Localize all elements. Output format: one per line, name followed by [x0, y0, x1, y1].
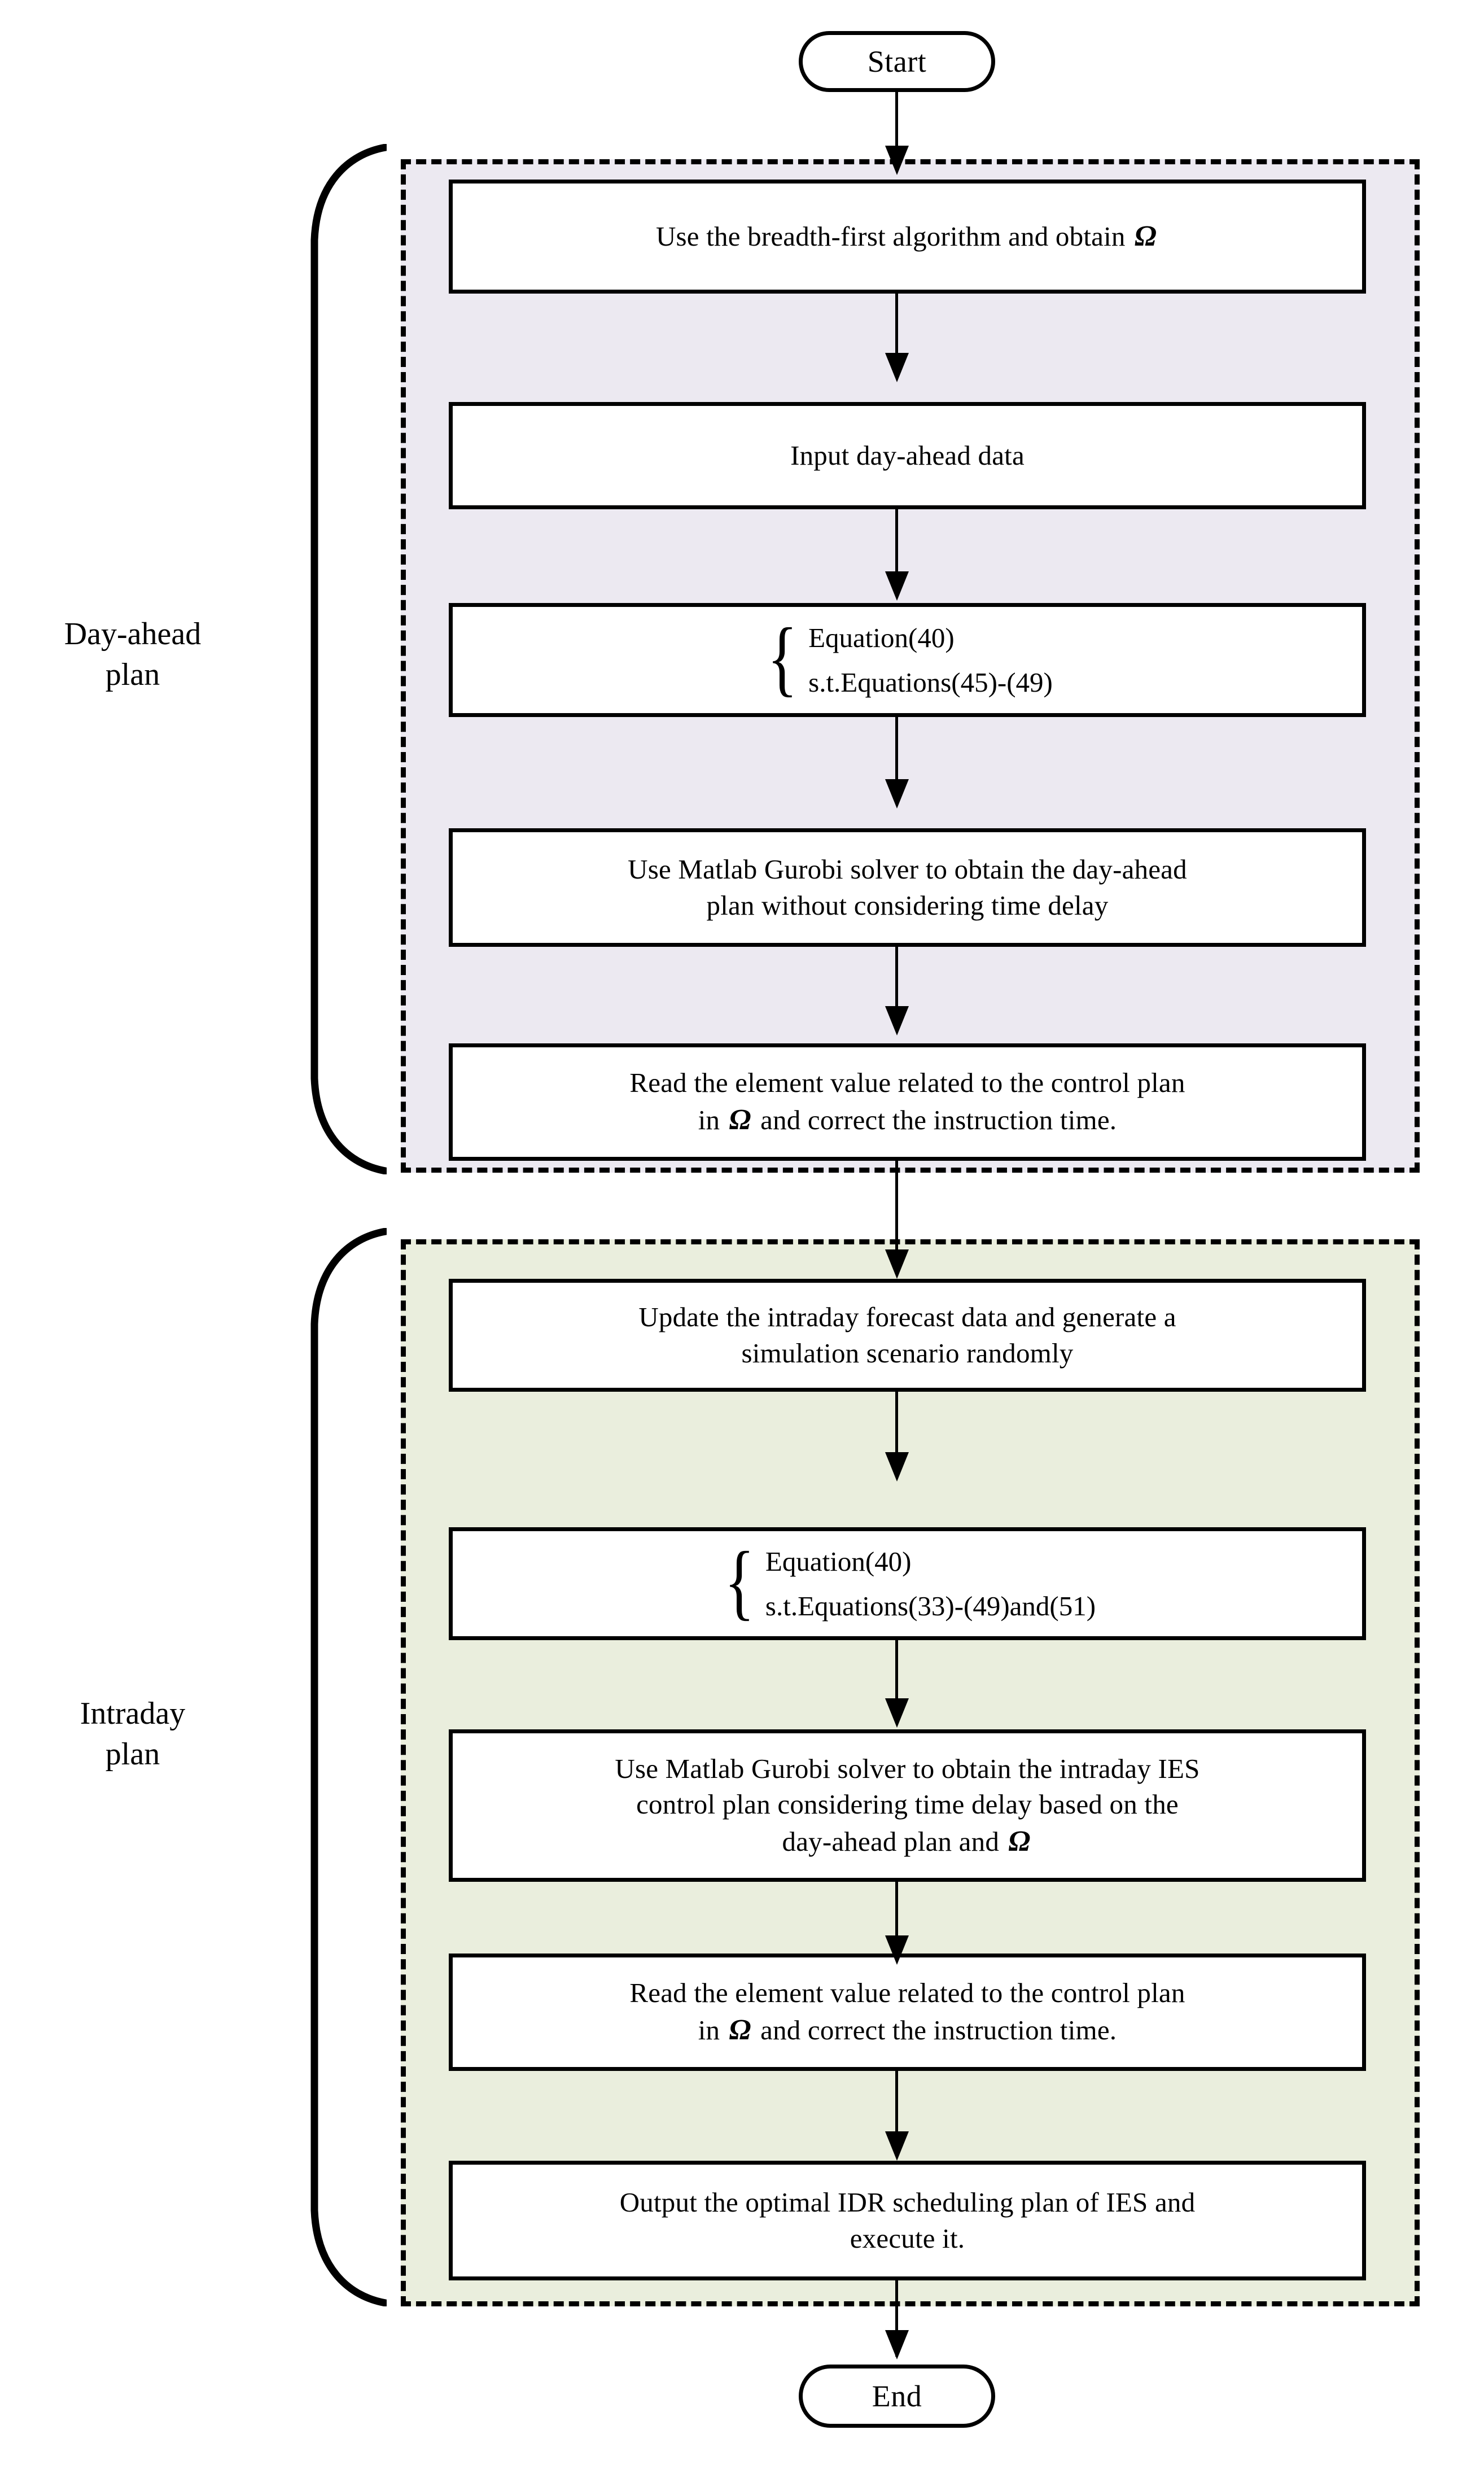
connector-intra3-to-intra4: [895, 1882, 898, 1944]
connector-step4-to-step5: [895, 947, 898, 1015]
group-brace-intraday: [279, 1228, 387, 2306]
process-input-day-ahead-data-text: Input day-ahead data: [790, 440, 1025, 471]
connector-step3-to-step4: [895, 717, 898, 788]
process-solve-day-ahead-text: Use Matlab Gurobi solver to obtain the d…: [628, 854, 1187, 921]
arrowhead-step4-to-step5: [885, 1006, 909, 1035]
left-brace-icon: {: [767, 610, 798, 705]
arrowhead-start-to-step1: [885, 146, 909, 175]
section-label-intraday: Intraday plan: [80, 1696, 186, 1772]
omega-symbol: Ω: [1135, 220, 1157, 253]
process-intraday-model[interactable]: { Equation(40) s.t.Equations(33)-(49)and(…: [449, 1527, 1366, 1640]
equation-line: s.t.Equations(33)-(49)and(51): [765, 1590, 1096, 1622]
arrowhead-step3-to-step4: [885, 779, 909, 809]
equation-group-day-ahead: { Equation(40)s.t.Equations(45)-(49): [762, 615, 1053, 705]
start-terminator[interactable]: Start: [799, 31, 995, 92]
arrowhead-intraday-to-end: [885, 2330, 909, 2359]
equation-line: s.t.Equations(45)-(49): [808, 667, 1053, 698]
connector-day-ahead-to-intraday: [895, 1161, 898, 1274]
process-solve-day-ahead[interactable]: Use Matlab Gurobi solver to obtain the d…: [449, 828, 1366, 947]
equation-group-intraday: { Equation(40)s.t.Equations(33)-(49)and(…: [719, 1539, 1096, 1629]
equation-lines-day-ahead: Equation(40) s.t.Equations(45)-(49): [808, 615, 1053, 705]
connector-intra4-to-intra5: [895, 2071, 898, 2140]
process-solve-intraday[interactable]: Use Matlab Gurobi solver to obtain the i…: [449, 1729, 1366, 1882]
process-update-forecast-text: Update the intraday forecast data and ge…: [638, 1301, 1176, 1369]
connector-step1-to-step2: [895, 294, 898, 361]
end-terminator[interactable]: End: [799, 2365, 995, 2428]
process-breadth-first[interactable]: Use the breadth-first algorithm and obta…: [449, 180, 1366, 294]
connector-intra1-to-intra2: [895, 1392, 898, 1461]
arrowhead-step1-to-step2: [885, 353, 909, 382]
connector-start-to-step1: [895, 92, 898, 154]
equation-lines-intraday: Equation(40) s.t.Equations(33)-(49)and(51…: [765, 1539, 1096, 1629]
process-output-idr[interactable]: Output the optimal IDR scheduling plan o…: [449, 2161, 1366, 2280]
process-day-ahead-model[interactable]: { Equation(40) s.t.Equations(45)-(49): [449, 603, 1366, 717]
process-solve-intraday-text: Use Matlab Gurobi solver to obtain the i…: [615, 1753, 1200, 1858]
omega-symbol: Ω: [729, 1104, 751, 1137]
start-label: Start: [867, 45, 927, 78]
arrowhead-intra3-to-intra4: [885, 1935, 909, 1965]
end-label: End: [872, 2379, 922, 2413]
group-brace-day-ahead: [279, 144, 387, 1174]
connector-step2-to-step3: [895, 509, 898, 580]
equation-line: Equation(40): [765, 1545, 912, 1577]
left-brace-icon: {: [724, 1534, 755, 1628]
process-read-element-day-ahead[interactable]: Read the element value related to the co…: [449, 1043, 1366, 1161]
process-breadth-first-text: Use the breadth-first algorithm and obta…: [641, 217, 1174, 256]
section-label-day-ahead: Day-ahead plan: [64, 617, 202, 692]
equation-line: Equation(40): [808, 622, 955, 653]
arrowhead-day-ahead-to-intraday: [885, 1249, 909, 1279]
process-read-element-intraday[interactable]: Read the element value related to the co…: [449, 1954, 1366, 2071]
omega-symbol: Ω: [729, 2014, 751, 2047]
process-update-forecast[interactable]: Update the intraday forecast data and ge…: [449, 1279, 1366, 1392]
process-read-element-intraday-text: Read the element value related to the co…: [629, 1977, 1185, 2047]
connector-intraday-to-end: [895, 2280, 898, 2357]
connector-intra2-to-intra3: [895, 1640, 898, 1707]
arrowhead-intra4-to-intra5: [885, 2131, 909, 2161]
process-read-element-day-ahead-text: Read the element value related to the co…: [629, 1067, 1185, 1137]
arrowhead-intra1-to-intra2: [885, 1452, 909, 1482]
arrowhead-step2-to-step3: [885, 571, 909, 601]
process-output-idr-text: Output the optimal IDR scheduling plan o…: [619, 2187, 1196, 2254]
omega-symbol: Ω: [1008, 1825, 1031, 1858]
process-input-day-ahead-data[interactable]: Input day-ahead data: [449, 402, 1366, 509]
arrowhead-intra2-to-intra3: [885, 1698, 909, 1728]
